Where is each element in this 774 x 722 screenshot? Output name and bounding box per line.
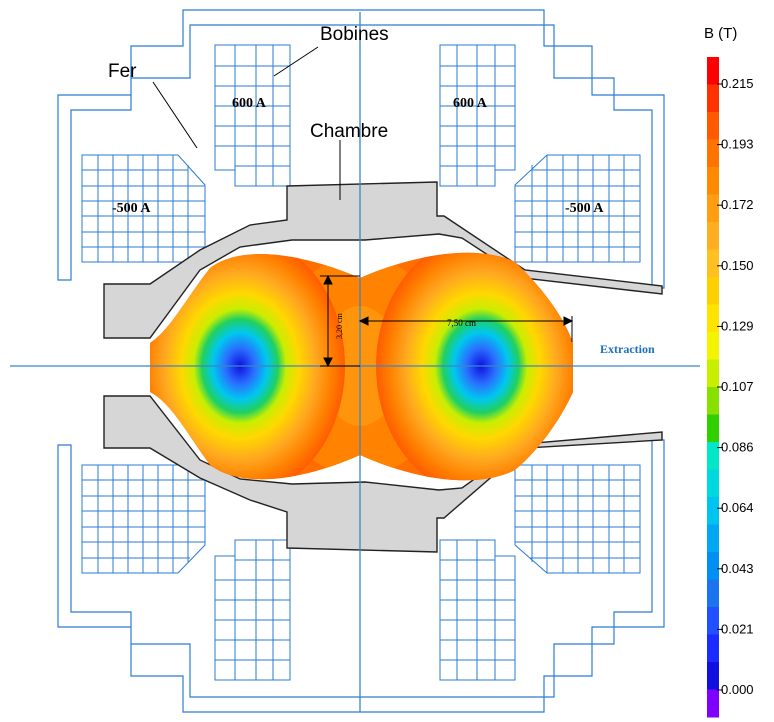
- colorbar-tick-label: 0.000: [721, 682, 754, 697]
- colorbar-swatch: [707, 249, 719, 278]
- colorbar-swatch: [707, 112, 719, 140]
- colorbar-swatch: [707, 57, 719, 85]
- height-dimension-label: 3,20 cm: [335, 312, 344, 339]
- chamber-upper: [103, 181, 663, 339]
- colorbar-swatch: [707, 634, 719, 663]
- chamber-lower: [103, 395, 663, 553]
- colorbar-swatch: [707, 139, 719, 168]
- colorbar-swatch: [707, 277, 719, 305]
- colorbar-tick-label: 0.107: [721, 379, 754, 394]
- colorbar-swatch: [707, 332, 719, 360]
- coil-upper-right: [439, 44, 516, 187]
- colorbar-swatch: [707, 442, 719, 470]
- coil-upper-left: [214, 44, 291, 187]
- coil-lower-left: [214, 539, 291, 681]
- colorbar-swatch: [707, 414, 719, 443]
- colorbar-swatch: [707, 222, 719, 250]
- width-dimension: [358, 316, 574, 342]
- fer-leader-line: [152, 81, 198, 149]
- colorbar-swatch: [707, 84, 719, 113]
- colorbar-swatch: [707, 167, 719, 195]
- colorbar-ticks: 0.215 0.193 0.172 0.150 0.129 0.107 0.086 0.064…: [717, 76, 754, 697]
- width-dimension-label: 7,50 cm: [447, 318, 476, 328]
- coil-right: [514, 154, 641, 263]
- coil-current-left: -500 A: [112, 201, 151, 216]
- colorbar-swatch: [707, 607, 719, 635]
- iron-yoke-top: [57, 9, 665, 289]
- coil-current-upper-left: 600 A: [232, 96, 267, 111]
- colorbar-tick-label: 0.172: [721, 197, 754, 212]
- extraction-label: Extraction: [600, 342, 655, 356]
- colorbar-swatch: [707, 497, 719, 525]
- coil-current-upper-right: 600 A: [453, 96, 488, 111]
- coil-lower-right: [439, 539, 516, 681]
- colorbar-swatch: [707, 469, 719, 498]
- colorbar: B (T) 0.215 0.193 0.172 0.150 0.129 0.107 0.08…: [704, 25, 754, 718]
- colorbar-swatch: [707, 689, 719, 718]
- colorbar-swatch: [707, 579, 719, 608]
- colorbar-swatch: [707, 524, 719, 553]
- colorbar-swatch: [707, 194, 719, 223]
- coil-lower-right-outer: [514, 464, 641, 574]
- colorbar-tick-label: 0.150: [721, 258, 754, 273]
- fer-label: Fer: [108, 61, 137, 82]
- coil-lower-left-outer: [81, 464, 206, 574]
- colorbar-tick-label: 0.064: [721, 500, 754, 515]
- height-dimension: [320, 274, 360, 368]
- colorbar-swatch: [707, 359, 719, 388]
- colorbar-swatch: [707, 387, 719, 415]
- colorbar-tick-label: 0.043: [721, 561, 754, 576]
- colorbar-tick-label: 0.086: [721, 440, 754, 455]
- colorbar-tick-label: 0.193: [721, 137, 754, 152]
- colorbar-swatch: [707, 552, 719, 580]
- bobines-leader-line: [273, 46, 319, 77]
- colorbar-swatch: [707, 304, 719, 333]
- bobines-label: Bobines: [320, 24, 389, 45]
- iron-yoke-bottom: [57, 439, 665, 713]
- coil-left: [81, 154, 206, 263]
- colorbar-title: B (T): [704, 25, 737, 42]
- colorbar-swatch: [707, 662, 719, 690]
- colorbar-tick-label: 0.021: [721, 621, 754, 636]
- chambre-label: Chambre: [310, 121, 388, 142]
- colorbar-tick-label: 0.129: [721, 318, 754, 333]
- colorbar-swatches: [707, 57, 719, 718]
- coil-current-right: -500 A: [565, 201, 604, 216]
- colorbar-tick-label: 0.215: [721, 76, 754, 91]
